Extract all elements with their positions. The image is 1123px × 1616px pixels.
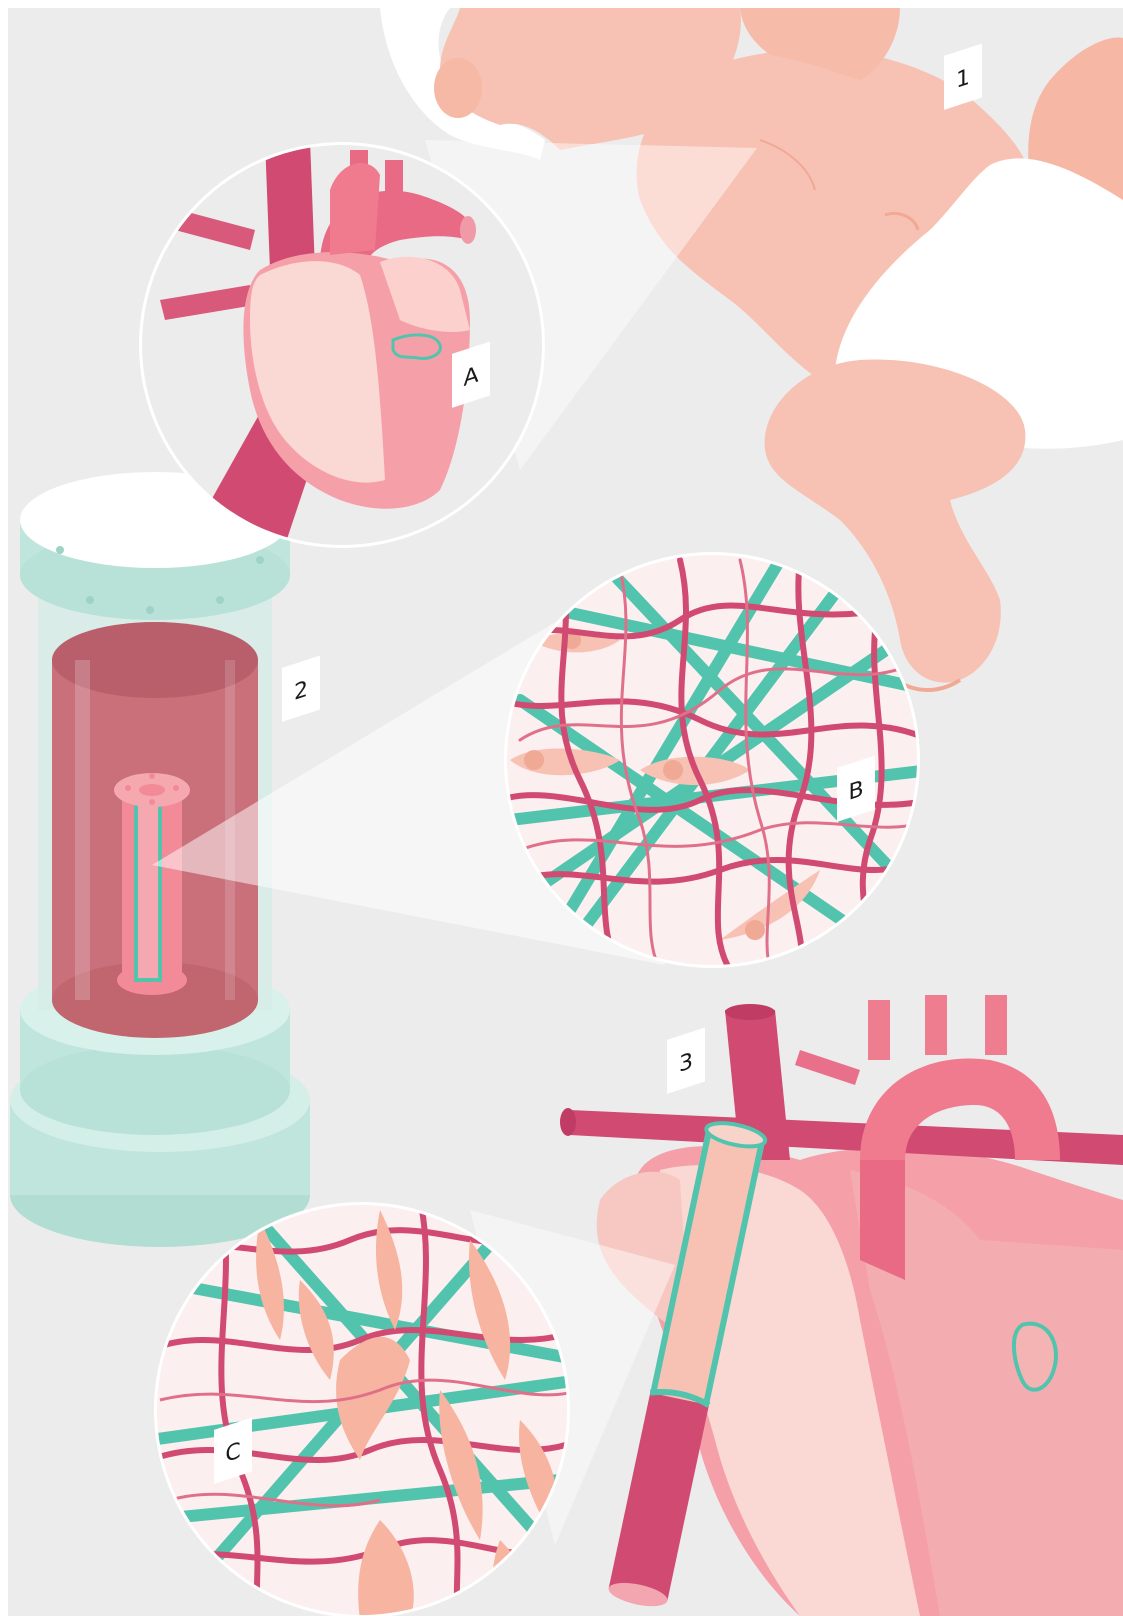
- label-3-text: 3: [679, 1048, 693, 1078]
- infant-ear: [434, 58, 482, 118]
- label-c-text: C: [225, 1438, 240, 1468]
- septal-patch: [1014, 1324, 1056, 1390]
- label-a-text: A: [463, 362, 479, 392]
- label-1-text: 1: [956, 64, 970, 94]
- label-2-text: 2: [294, 676, 308, 706]
- label-b-text: B: [848, 776, 863, 806]
